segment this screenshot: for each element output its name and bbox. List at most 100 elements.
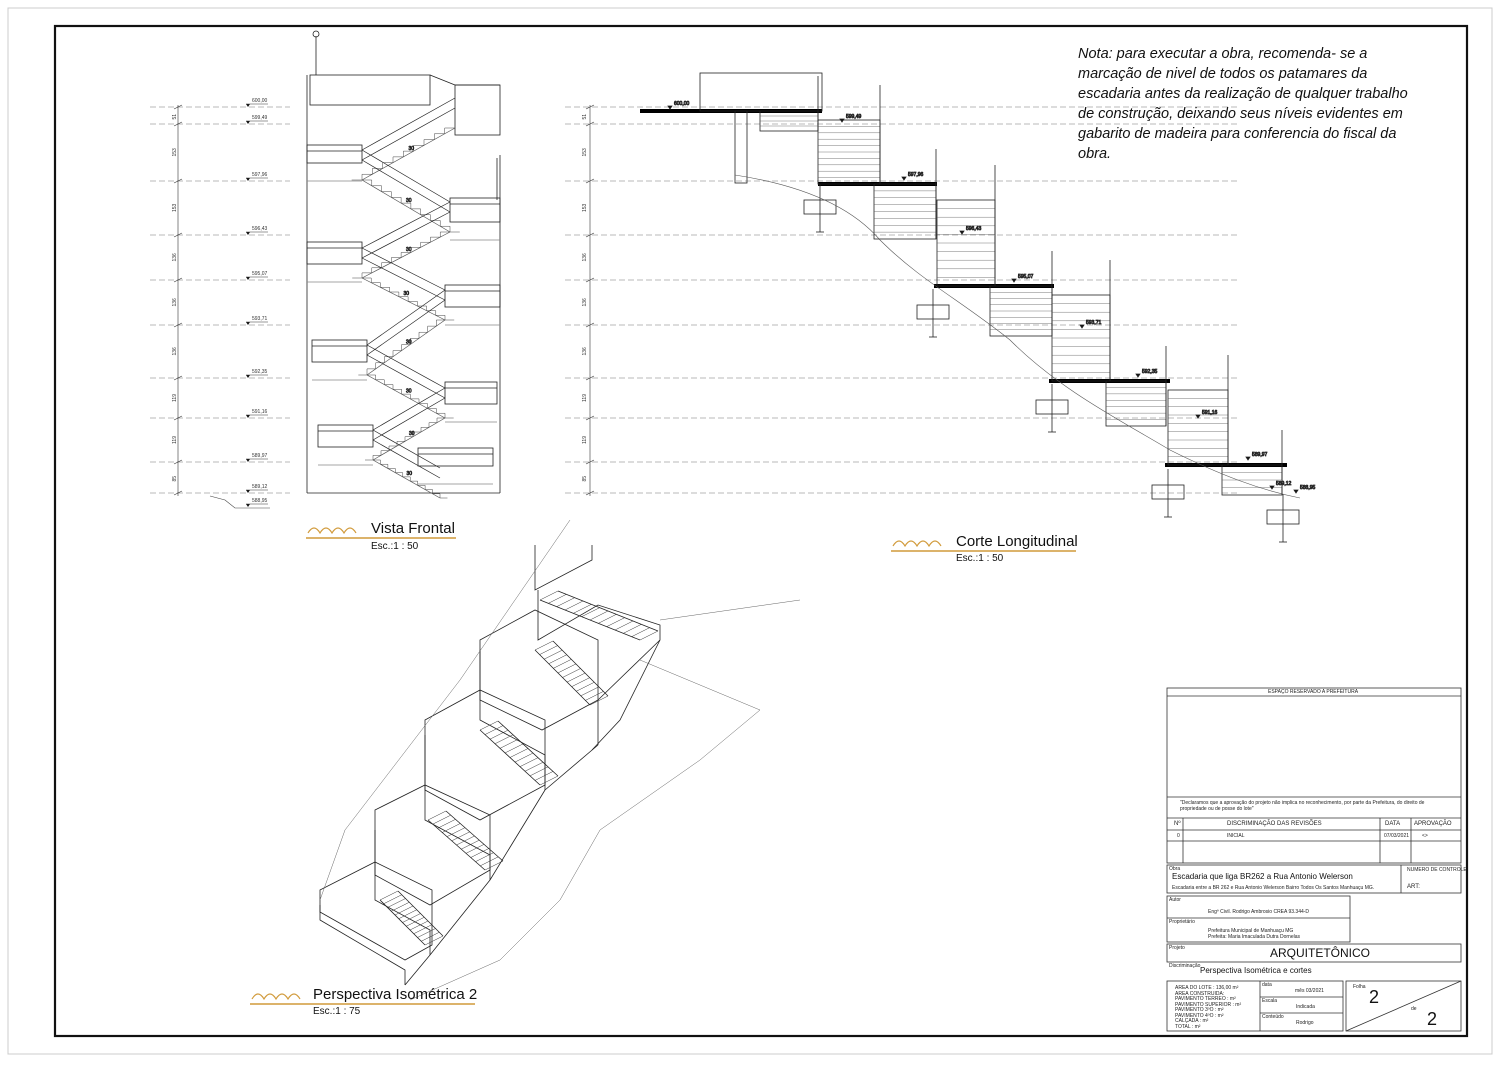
titleblock-frame xyxy=(1166,687,1462,1032)
front-view-drawing xyxy=(306,30,501,494)
front-step-label: 30 xyxy=(409,431,415,437)
tb-area-item: PAVIMENTO 4ºO : m² xyxy=(1175,1012,1224,1019)
front-level-label: 595,07 xyxy=(252,271,268,277)
front-dimension-label: 136 xyxy=(172,298,178,307)
section-level-label: 589,12 xyxy=(1276,481,1292,487)
tb-folha: 2 xyxy=(1369,987,1380,1007)
tb-rev-desc: INICIAL xyxy=(1227,833,1245,839)
section-level-lines xyxy=(565,106,1240,494)
front-landings xyxy=(306,144,501,485)
front-dimension-label: 85 xyxy=(172,476,178,482)
iso-structure xyxy=(537,590,661,745)
front-step-label: 30 xyxy=(404,291,410,297)
tb-data-label: data xyxy=(1262,982,1272,988)
front-step-label: 30 xyxy=(409,146,415,152)
tb-prop2: Prefeita: Maria Imaculada Dutra Dornelas xyxy=(1208,934,1300,940)
section-level-label: 600,00 xyxy=(674,101,690,107)
tb-obra-title: Escadaria que liga BR262 a Rua Antonio W… xyxy=(1172,872,1353,881)
tb-disc-label: Discriminação xyxy=(1169,963,1201,969)
iso-structure xyxy=(319,861,433,961)
iso-structure xyxy=(424,689,546,821)
tb-escala-label: Escala xyxy=(1262,998,1278,1004)
front-level-label: 591,16 xyxy=(252,409,268,415)
front-view-scale: Esc.:1 : 50 xyxy=(371,541,419,552)
iso-structure xyxy=(534,545,593,591)
tb-de-label: de xyxy=(1411,1006,1417,1012)
iso-structure xyxy=(479,650,546,790)
tb-rev-header-date: DATA xyxy=(1385,821,1401,827)
section-dimension-label: 136 xyxy=(582,253,588,262)
iso-structure xyxy=(404,744,599,986)
section-dimension-label: 136 xyxy=(582,347,588,356)
section-level-label: 595,07 xyxy=(1018,274,1034,280)
tb-declaration: "Declaramos que a aprovação do projeto n… xyxy=(1180,800,1425,812)
front-dimension-label: 119 xyxy=(172,394,178,402)
section-title-logo-icon xyxy=(891,540,1076,552)
section-terrain-line xyxy=(734,174,1301,499)
section-level-label: 597,96 xyxy=(908,172,924,178)
tb-rev-date: 07/03/2021 xyxy=(1384,833,1410,839)
tb-prop1: Prefeitura Municipal de Manhuaçu MG xyxy=(1208,928,1294,934)
iso-structure xyxy=(374,784,491,906)
section-view-drawing: 600,00599,49597,96596,43595,07593,71592,… xyxy=(640,72,1316,543)
front-level-label: 589,97 xyxy=(252,453,268,459)
construction-note: Nota: para executar a obra, recomenda- s… xyxy=(1078,46,1408,162)
tb-data: mês 03/2021 xyxy=(1295,988,1324,994)
tb-conteudo: Rodrigo xyxy=(1296,1020,1314,1026)
section-level-label: 593,71 xyxy=(1086,320,1102,326)
section-view-title: Corte Longitudinal xyxy=(956,533,1078,550)
section-level-label: 592,35 xyxy=(1142,369,1158,375)
section-level-label: 596,43 xyxy=(966,226,982,232)
tb-disc: Perspectiva Isométrica e cortes xyxy=(1200,966,1312,975)
section-dimension-label: 136 xyxy=(582,298,588,307)
front-level-label: 588,95 xyxy=(252,498,268,504)
tb-art-label: ART: xyxy=(1407,884,1420,890)
tb-projeto-label: Projeto xyxy=(1169,945,1185,951)
tb-area-item: TOTAL : m² xyxy=(1175,1023,1201,1030)
iso-structure xyxy=(591,639,661,751)
iso-structure xyxy=(374,830,431,955)
section-level-label: 588,95 xyxy=(1300,485,1316,491)
section-dimension-label: 51 xyxy=(582,114,588,120)
front-dimension-column: 600,00599,49597,96596,43595,07593,71592,… xyxy=(172,98,270,509)
tb-obra-label: Obra xyxy=(1169,866,1181,872)
iso-structure xyxy=(479,609,599,731)
tb-reserved-label: ESPAÇO RESERVADO A PREFEITURA xyxy=(1268,689,1359,695)
front-dimension-label: 51 xyxy=(172,114,178,120)
front-level-label: 589,12 xyxy=(252,484,268,490)
tb-area-item: AREA CONSTRUIDA: xyxy=(1175,990,1225,997)
tb-escala: Indicada xyxy=(1296,1004,1315,1010)
tb-conteudo-label: Conteúdo xyxy=(1262,1014,1284,1020)
section-dimension-label: 119 xyxy=(582,436,588,444)
section-view-scale: Esc.:1 : 50 xyxy=(956,553,1004,564)
front-step-label: 30 xyxy=(406,198,412,204)
front-level-label: 599,49 xyxy=(252,115,268,121)
front-step-label: 30 xyxy=(407,471,413,477)
section-dimension-label: 85 xyxy=(582,476,588,482)
tb-rev-n: 0 xyxy=(1177,833,1180,839)
tb-rev-approval: <> xyxy=(1422,833,1428,839)
tb-area-item: PAVIMENTO SUPERIOR : m² xyxy=(1175,1001,1242,1008)
tb-area-item: PAVIMENTO 3ºO : m² xyxy=(1175,1007,1224,1013)
front-level-label: 592,35 xyxy=(252,369,268,375)
front-dimension-label: 136 xyxy=(172,347,178,356)
front-dimension-label: 153 xyxy=(172,148,178,157)
tb-rev-header-desc: DISCRIMINAÇÃO DAS REVISÕES xyxy=(1227,821,1322,827)
front-dimension-label: 136 xyxy=(172,253,178,262)
tb-obra-desc: Escadaria entre a BR 262 e Rua Antonio W… xyxy=(1172,885,1375,891)
tb-area-item: PAVIMENTO TERREO : m² xyxy=(1175,996,1236,1002)
front-dimension-label: 153 xyxy=(172,203,178,212)
front-level-label: 593,71 xyxy=(252,316,268,322)
tb-area-item: AREA DO LOTE : 136,00 m² xyxy=(1175,985,1239,991)
front-level-lines xyxy=(150,106,290,494)
tb-projeto: ARQUITETÔNICO xyxy=(1270,946,1371,960)
tb-controle-label: NUMERO DE CONTROLE xyxy=(1407,867,1467,873)
front-level-label: 596,43 xyxy=(252,226,268,232)
front-level-label: 600,00 xyxy=(252,98,268,104)
section-level-label: 591,16 xyxy=(1202,410,1218,416)
tb-de: 2 xyxy=(1427,1009,1438,1029)
iso-title-logo-icon xyxy=(250,993,475,1005)
tb-autor: Engº Civil. Rodrigo Ambrosio CREA 93.344… xyxy=(1208,909,1310,915)
